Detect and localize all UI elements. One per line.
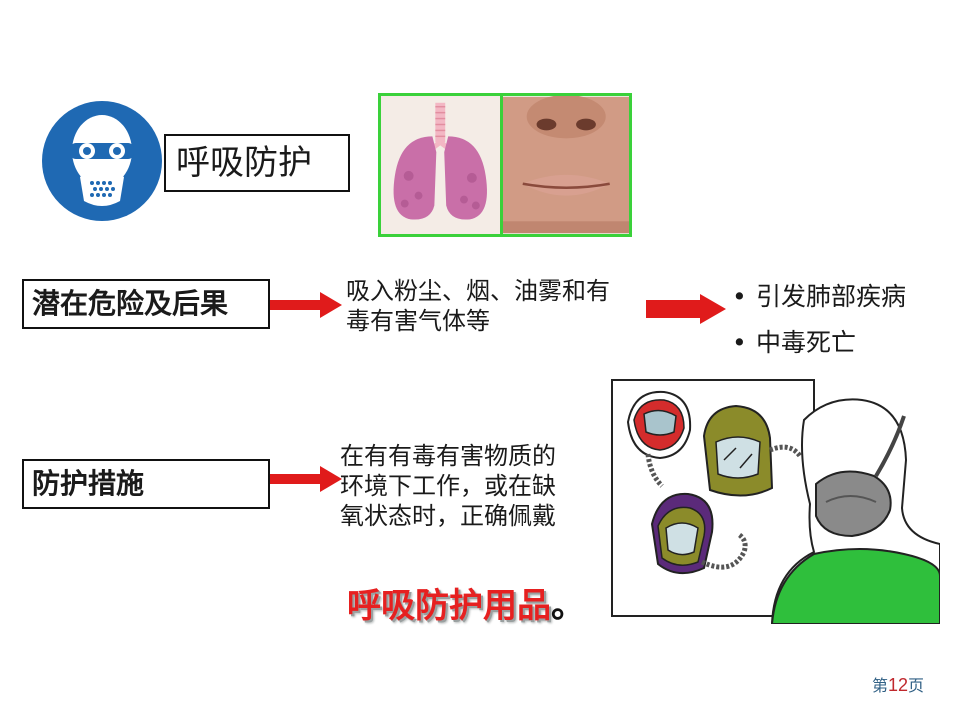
lungs-image [381,96,503,234]
page-title: 呼吸防护 [164,134,350,192]
risk-label: 潜在危险及后果 [22,279,270,329]
red-arrow-icon [270,292,342,318]
page-number-prefix: 第 [871,678,888,695]
red-arrow-icon [646,294,726,324]
face-mouth-image [502,96,629,234]
consequence-item: • 引发肺部疾病 [732,274,906,320]
risk-description-line: 毒有害气体等 [346,307,490,335]
page-number-suffix: 页 [907,678,924,695]
measures-description-line: 在有有毒有害物质的 [340,442,556,470]
bullet-dot-icon: • [732,282,747,311]
respirator-mandatory-sign-icon [42,101,162,221]
measures-label: 防护措施 [22,459,270,509]
consequence-text: 引发肺部疾病 [756,282,907,311]
page-number-value: 12 [887,675,908,695]
respiratory-equipment-callout: 呼吸防护用品。 [347,578,585,627]
callout-period: 。 [551,586,585,626]
measures-description: 在有有毒有害物质的 环境下工作，或在缺 氧状态时，正确佩戴 [340,441,590,531]
bullet-dot-icon: • [732,328,747,357]
photo-panel [378,93,632,237]
consequence-item: • 中毒死亡 [732,320,906,366]
risk-description: 吸入粉尘、烟、油雾和有 毒有害气体等 [346,276,646,336]
measures-description-line: 环境下工作，或在缺 [340,472,556,500]
respirators-illustration [611,379,940,624]
consequence-text: 中毒死亡 [756,328,857,357]
measures-description-line: 氧状态时，正确佩戴 [340,502,556,530]
risk-description-line: 吸入粉尘、烟、油雾和有 [346,277,610,305]
consequence-list: • 引发肺部疾病 • 中毒死亡 [732,274,906,366]
callout-text: 呼吸防护用品 [347,586,551,626]
page-number: 第12页 [872,672,924,696]
red-arrow-icon [270,466,342,492]
